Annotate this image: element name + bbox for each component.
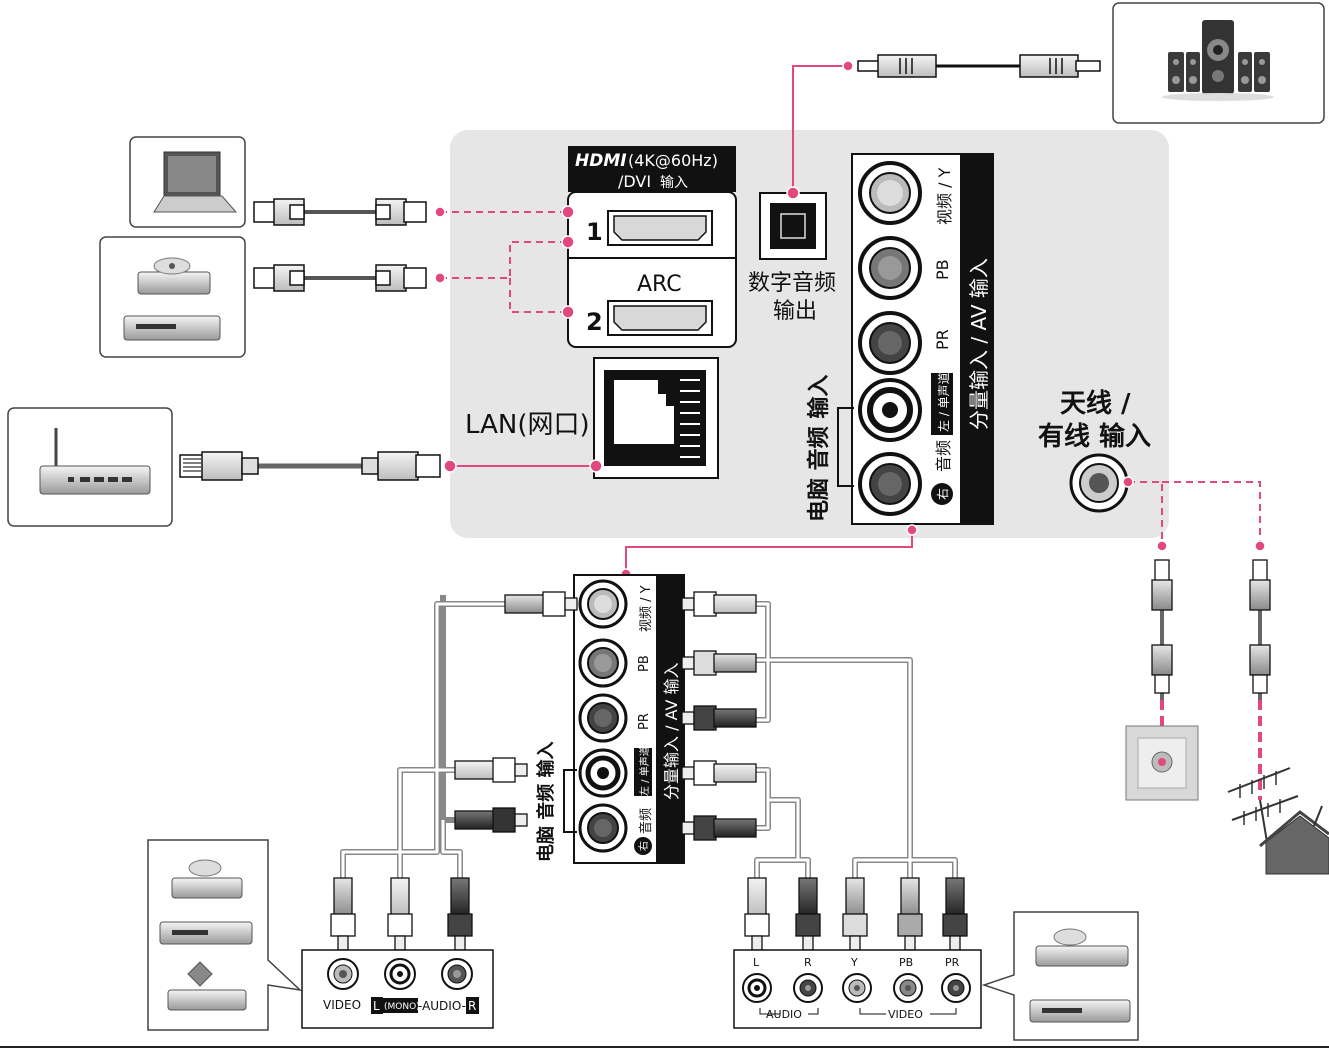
component-source-devices-icon: [984, 912, 1138, 1040]
wall-outlet-icon: [1126, 726, 1198, 800]
expanded-audio: 音频: [638, 808, 654, 834]
expanded-pr: PR: [637, 713, 652, 730]
jack-audio-left[interactable]: [860, 380, 920, 440]
video-y-label: 视频 / Y: [935, 167, 954, 225]
comp-pb-label: PB: [899, 956, 913, 969]
hdmi-port1-number: 1: [586, 218, 603, 246]
av-audio-label: -AUDIO-: [418, 999, 466, 1013]
digital-audio-out[interactable]: [760, 193, 826, 259]
expanded-component-panel: 分量输入 / AV 输入 视频 / Y PB PR 左 / 单声道 音频 右 电…: [535, 575, 684, 863]
house-icon: [1260, 806, 1329, 874]
rca-cables-left: [343, 595, 505, 878]
left-mono-badge: 左 / 单声道: [936, 372, 951, 432]
expanded-pc-audio: 电脑 音频 输入: [535, 741, 557, 862]
lan-label: LAN(网口): [465, 410, 590, 440]
pb-label: PB: [933, 259, 952, 280]
comp-audio-group: AUDIO: [766, 1008, 802, 1021]
component-device-panel: L R Y PB PR AUDIO VIDEO: [734, 950, 981, 1028]
jack-video-y[interactable]: [860, 163, 920, 223]
expanded-right-badge: 右: [637, 841, 650, 851]
rca-plugs-component-device: [745, 878, 967, 950]
component-av-title: 分量输入 / AV 输入: [967, 258, 991, 430]
antenna-label-2: 有线 输入: [1038, 421, 1151, 452]
hdmi-spec: (4K@60Hz): [628, 151, 718, 170]
expanded-jack-y[interactable]: [580, 581, 626, 627]
hdmi-port2-number: 2: [586, 308, 603, 336]
hdmi-logo: HDMI: [575, 151, 627, 171]
comp-jack-pr[interactable]: [942, 974, 970, 1002]
hdmi-input-label: 输入: [660, 175, 688, 191]
av-jack-audio-r[interactable]: [442, 959, 472, 989]
optical-cable: [858, 55, 1100, 77]
comp-jack-l[interactable]: [743, 974, 771, 1002]
comp-jack-pb[interactable]: [894, 974, 922, 1002]
expanded-jack-pr[interactable]: [580, 695, 626, 741]
pr-label: PR: [933, 329, 952, 350]
hdmi-dvi-label: /DVI: [618, 172, 651, 191]
jack-audio-right[interactable]: [860, 454, 920, 514]
lan-port[interactable]: [594, 358, 718, 478]
lan-cable: [180, 452, 440, 480]
comp-pr-label: PR: [945, 956, 960, 969]
rca-cables-right: [756, 604, 955, 878]
expanded-left-mono: 左 / 单声道: [638, 746, 651, 796]
pc-audio-label: 电脑 音频 输入: [806, 375, 832, 522]
laptop-icon: [130, 137, 245, 227]
hdmi-cable-2: [254, 265, 426, 291]
av-device-panel: VIDEO L (MONO) -AUDIO- R: [302, 950, 493, 1028]
right-badge: 右: [935, 488, 950, 500]
hdmi-port-2[interactable]: [608, 301, 712, 335]
audio-label: 音频: [934, 440, 953, 472]
av-video-label: VIDEO: [323, 998, 361, 1012]
expanded-jack-pb[interactable]: [580, 640, 626, 686]
antenna-cables: [1152, 560, 1270, 700]
av-mono-label: (MONO): [384, 1002, 420, 1012]
antenna-input-jack[interactable]: [1071, 455, 1127, 511]
expanded-pb: PB: [637, 655, 652, 672]
av-source-devices-icon: [148, 840, 300, 1030]
hdmi-port-1[interactable]: [608, 211, 712, 245]
jack-pr[interactable]: [860, 313, 920, 373]
expanded-jack-audio-right[interactable]: [580, 805, 626, 851]
comp-l-label: L: [753, 956, 760, 969]
dvd-player-icon: [100, 237, 245, 357]
av-jack-audio-l[interactable]: [385, 959, 415, 989]
comp-video-group: VIDEO: [888, 1008, 923, 1021]
av-r-badge: R: [468, 999, 476, 1013]
digital-audio-label: 数字音频: [748, 271, 836, 296]
expanded-jack-audio-left[interactable]: [580, 750, 626, 796]
av-jack-video[interactable]: [328, 959, 358, 989]
expanded-video-y: 视频 / Y: [639, 585, 654, 632]
comp-jack-y[interactable]: [843, 974, 871, 1002]
rca-plugs-right: [682, 592, 756, 840]
hdmi-cable-1: [254, 199, 426, 225]
arc-label: ARC: [637, 272, 682, 297]
comp-jack-r[interactable]: [794, 974, 822, 1002]
hdmi-section: HDMI (4K@60Hz) /DVI 输入 1 ARC 2: [568, 146, 736, 347]
speaker-system-icon: [1113, 3, 1324, 123]
digital-audio-label-2: 输出: [773, 299, 817, 324]
antenna-label: 天线 /: [1060, 389, 1131, 419]
router-icon: [8, 408, 172, 526]
rca-plugs-av-device: [331, 878, 472, 950]
expanded-title: 分量输入 / AV 输入: [662, 662, 681, 800]
comp-r-label: R: [804, 956, 812, 969]
av-l-badge: L: [373, 999, 380, 1013]
jack-pb[interactable]: [860, 238, 920, 298]
comp-y-label: Y: [850, 956, 858, 969]
rca-plugs-left: [455, 592, 577, 832]
